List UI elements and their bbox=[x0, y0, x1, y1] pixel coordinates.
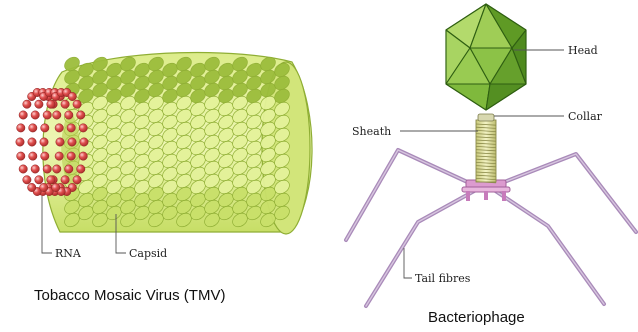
collar bbox=[478, 114, 494, 121]
tail-sheath bbox=[476, 120, 496, 183]
bacteriophage-caption: Bacteriophage bbox=[428, 309, 525, 326]
tail-fibres-label: Tail fibres bbox=[415, 272, 471, 285]
tmv-caption: Tobacco Mosaic Virus (TMV) bbox=[34, 287, 225, 304]
head-capsid bbox=[446, 4, 526, 110]
tail-fibres-leader-line bbox=[404, 248, 412, 278]
rna-label: RNA bbox=[55, 247, 82, 260]
bacteriophage: Head Collar Sheath Tail fibres Bacteriop… bbox=[346, 4, 636, 326]
capsid-label: Capsid bbox=[129, 247, 167, 260]
collar-label: Collar bbox=[568, 110, 603, 123]
tmv-virus: RNA Capsid Tobacco Mosaic Virus (TMV) bbox=[16, 53, 312, 304]
head-label: Head bbox=[568, 44, 598, 57]
sheath-label: Sheath bbox=[352, 125, 391, 138]
base-plate bbox=[462, 180, 510, 201]
